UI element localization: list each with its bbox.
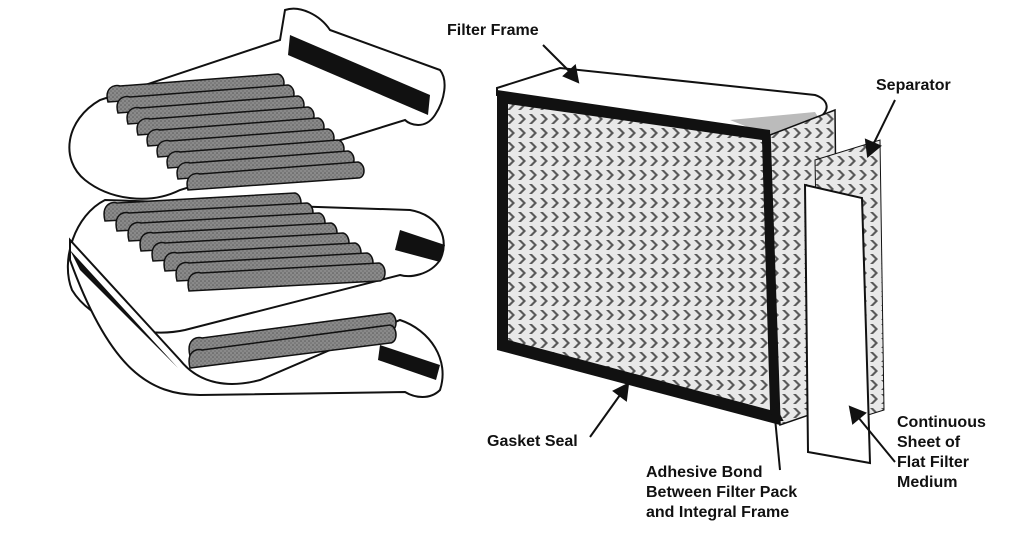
corrugation-ridge bbox=[187, 262, 386, 292]
label-sheet-line-1: Continuous bbox=[897, 414, 986, 431]
sheet-fold-bottom bbox=[69, 237, 444, 398]
corrugation-ridge bbox=[188, 324, 397, 369]
separator-stack-illustration bbox=[66, 7, 446, 398]
pleat-face bbox=[508, 104, 770, 410]
label-adhesive-line-3: and Integral Frame bbox=[646, 504, 790, 521]
corrugation-ridge bbox=[186, 161, 365, 191]
label-sheet-line-3: Flat Filter bbox=[897, 454, 970, 471]
label-filter-frame: Filter Frame bbox=[447, 22, 539, 39]
label-gasket-seal: Gasket Seal bbox=[487, 433, 578, 450]
label-separator: Separator bbox=[876, 77, 951, 94]
label-adhesive-line-1: Adhesive Bond bbox=[646, 464, 763, 481]
flat-filter-sheet bbox=[803, 183, 872, 465]
filter-block-illustration bbox=[496, 66, 885, 465]
label-sheet-line-2: Sheet of bbox=[897, 434, 961, 451]
label-sheet-line-4: Medium bbox=[897, 474, 958, 491]
label-adhesive-bond: Adhesive Bond Between Filter Pack and In… bbox=[646, 463, 797, 523]
leader-arrows bbox=[542, 44, 896, 471]
label-adhesive-line-2: Between Filter Pack bbox=[646, 484, 798, 501]
label-continuous-sheet: Continuous Sheet of Flat Filter Medium bbox=[897, 413, 986, 493]
